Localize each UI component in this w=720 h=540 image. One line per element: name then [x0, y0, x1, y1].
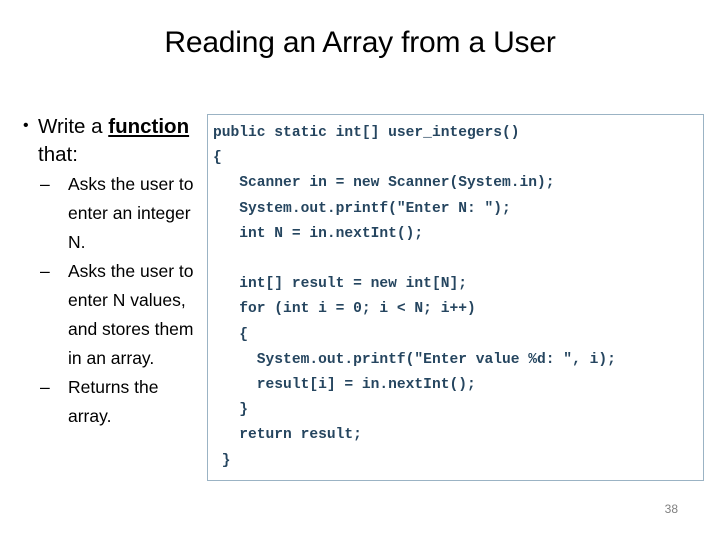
list-item-label: Returns the array. — [68, 377, 159, 426]
page-title: Reading an Array from a User — [164, 26, 556, 59]
bullet-list: • Write a function that: – Asks the user… — [12, 113, 202, 431]
dash-icon: – — [40, 261, 50, 281]
list-item-label: Asks the user to enter an integer N. — [68, 174, 194, 252]
list-item-asks-integer-n: – Asks the user to enter an integer N. — [12, 170, 202, 257]
dash-icon: – — [40, 174, 50, 194]
list-item-returns-array: – Returns the array. — [12, 373, 202, 431]
bullet-dot-icon: • — [23, 117, 29, 134]
dash-icon: – — [40, 377, 50, 397]
list-item-write-a-function: • Write a function that: — [12, 113, 202, 169]
list-item-text-before: Write a — [38, 115, 109, 138]
list-item-emphasis-function: function — [108, 115, 190, 138]
list-item-label: Asks the user to enter N values, and sto… — [68, 261, 194, 368]
code-block-container: public static int[] user_integers() { Sc… — [207, 114, 704, 481]
list-item-text-after: that: — [38, 143, 78, 166]
list-item-asks-n-values: – Asks the user to enter N values, and s… — [12, 257, 202, 373]
code-block-text: public static int[] user_integers() { Sc… — [213, 125, 616, 469]
slide-page-number: 38 — [664, 502, 678, 516]
